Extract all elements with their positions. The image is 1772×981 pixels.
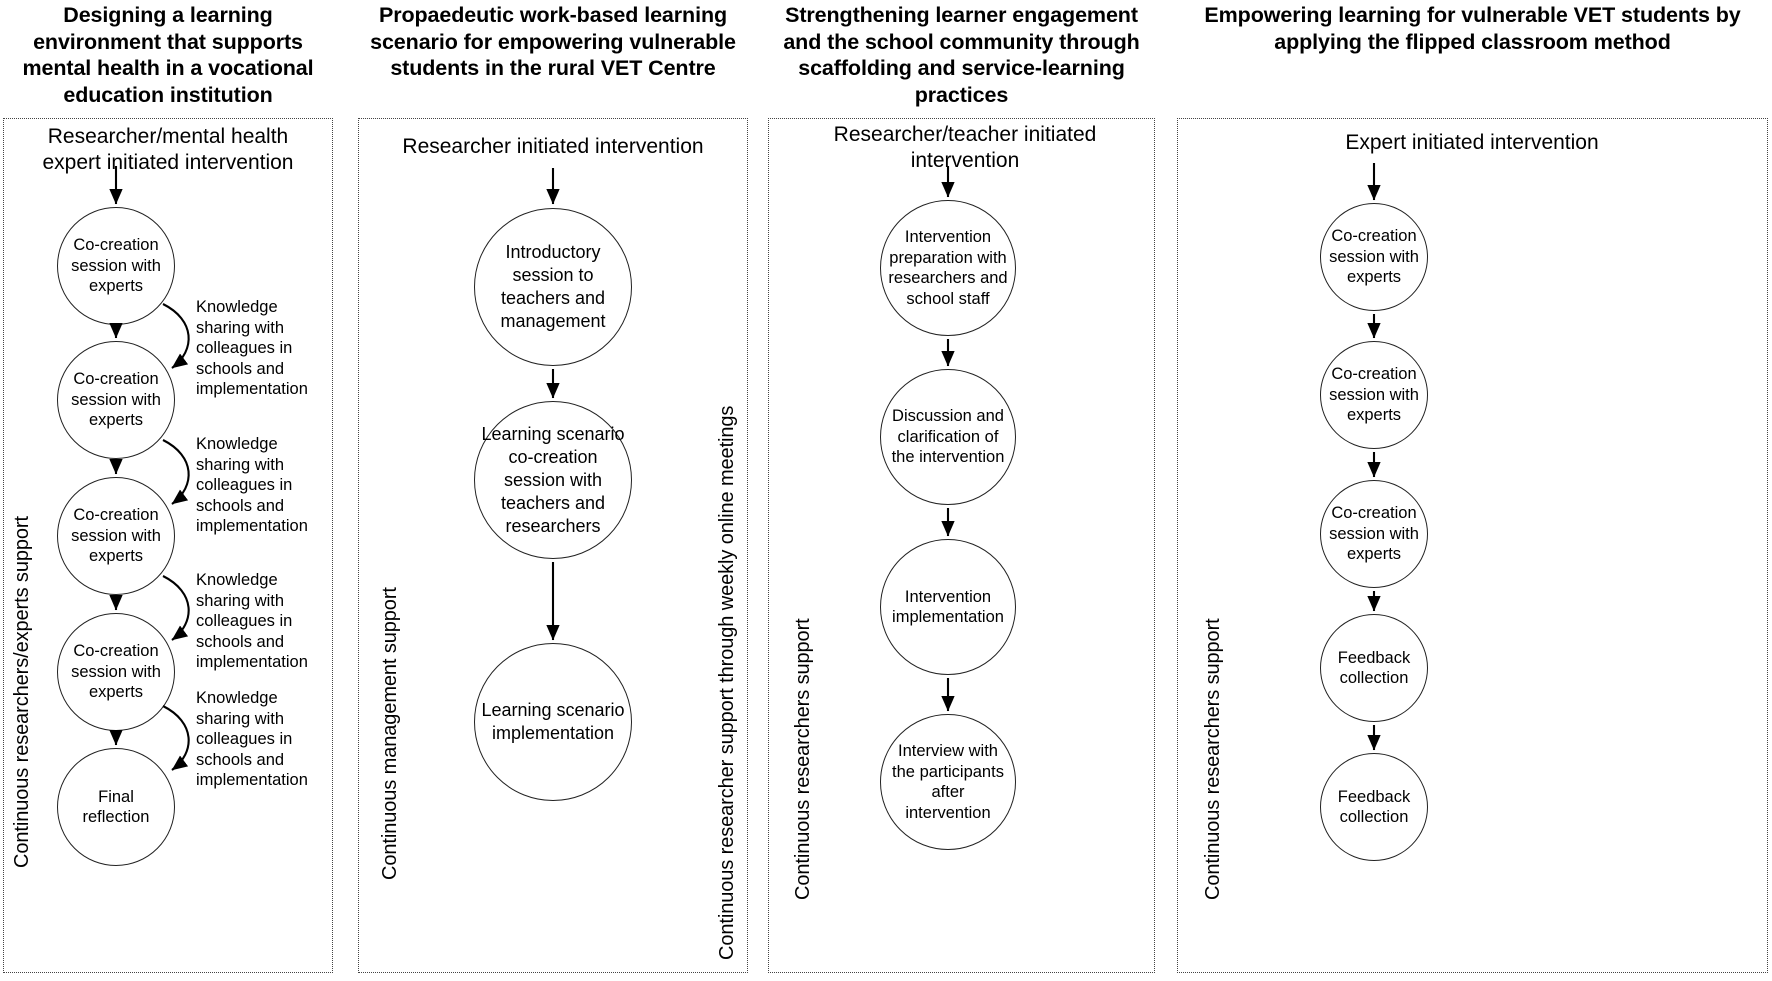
node-3-1: Intervention preparation with researcher… [880,200,1016,336]
node-label: Feedback collection [1337,787,1411,827]
node-4-1: Co-creation session with experts [1320,203,1428,311]
column-3: Strengthening learner engagement and the… [768,0,1155,981]
node-4-4: Feedback collection [1320,614,1428,722]
node-label: Co-creation session with experts [71,642,161,702]
node-1-3: Co-creation session with experts [57,477,175,595]
node-label: Introductory session to teachers and man… [500,242,606,331]
node-1-5: Final reflection [57,748,175,866]
panel-2-head: Researcher initiated intervention [402,135,704,158]
panel-3-left-label: Continuous researchers support [792,618,814,900]
column-2: Propaedeutic work-based learning scenari… [358,0,748,981]
node-1-2: Co-creation session with experts [57,341,175,459]
panel-4-left-label: Continuous researchers support [1202,618,1224,900]
node-3-3: Intervention implementation [880,539,1016,675]
node-label: Co-creation session with experts [71,506,161,566]
node-label: Feedback collection [1337,648,1411,688]
node-3-4: Interview with the participants after in… [880,714,1016,850]
node-label: Intervention preparation with researcher… [888,228,1008,308]
node-label: Intervention implementation [892,587,1004,627]
column-4: Empowering learning for vulnerable VET s… [1177,0,1768,981]
panel-4 [1177,118,1768,973]
panel-1-head: Researcher/mental health expert initiate… [42,125,294,174]
column-3-title: Strengthening learner engagement and the… [783,3,1140,107]
node-label: Co-creation session with experts [1329,365,1419,425]
node-label: Co-creation session with experts [1329,227,1419,287]
panel-2-left-label: Continuous management support [379,587,401,880]
node-label: Co-creation session with experts [1329,504,1419,564]
node-2-2: Learning scenario co-creation session wi… [474,401,632,559]
column-2-title: Propaedeutic work-based learning scenari… [370,3,736,80]
column-1-title: Designing a learning environment that su… [22,3,314,107]
sidenote-1-3: Knowledge sharing with colleagues in sch… [196,571,308,671]
node-label: Final reflection [82,787,150,827]
node-4-2: Co-creation session with experts [1320,341,1428,449]
node-label: Co-creation session with experts [71,236,161,296]
panel-2-right-label: Continuous researcher support through we… [716,405,738,960]
node-label: Learning scenario implementation [481,700,625,743]
node-2-3: Learning scenario implementation [474,643,632,801]
column-1: Designing a learning environment that su… [3,0,333,981]
node-4-5: Feedback collection [1320,753,1428,861]
node-label: Learning scenario co-creation session wi… [481,423,625,536]
panel-3-head: Researcher/teacher initiated interventio… [833,123,1097,172]
node-4-3: Co-creation session with experts [1320,480,1428,588]
sidenote-1-2: Knowledge sharing with colleagues in sch… [196,435,308,535]
node-label: Discussion and clarification of the inte… [891,407,1005,467]
panel-4-head: Expert initiated intervention [1345,131,1599,154]
node-2-1: Introductory session to teachers and man… [474,208,632,366]
node-label: Co-creation session with experts [71,370,161,430]
node-3-2: Discussion and clarification of the inte… [880,369,1016,505]
sidenote-1-4: Knowledge sharing with colleagues in sch… [196,689,308,789]
node-1-4: Co-creation session with experts [57,613,175,731]
sidenote-1-1: Knowledge sharing with colleagues in sch… [196,298,308,398]
column-4-title: Empowering learning for vulnerable VET s… [1204,3,1741,54]
node-1-1: Co-creation session with experts [57,207,175,325]
node-label: Interview with the participants after in… [892,742,1004,822]
panel-1-left-label: Continuous researchers/experts support [11,516,33,868]
